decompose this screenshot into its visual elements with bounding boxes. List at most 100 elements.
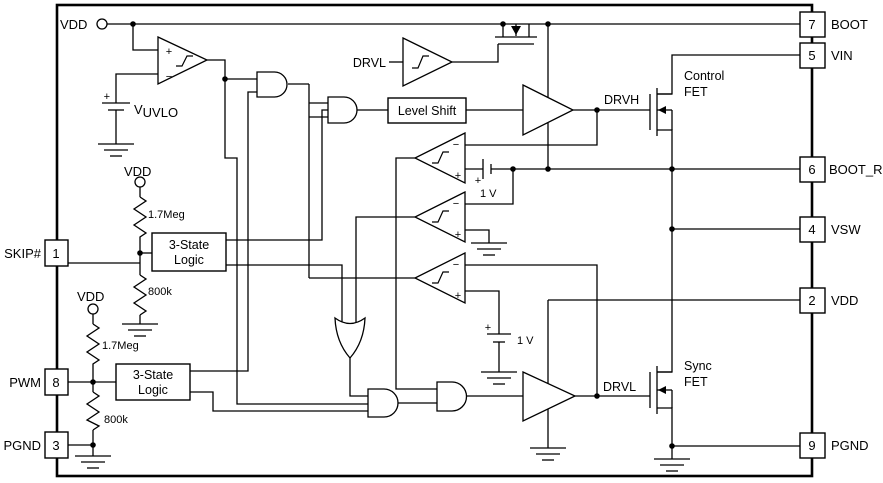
junction-dot — [90, 442, 96, 448]
fet-arrow-icon — [658, 386, 666, 394]
minus-sign: − — [453, 259, 459, 271]
plus-sign: + — [166, 46, 172, 58]
and-gate-low-1 — [367, 388, 399, 418]
wire — [224, 79, 368, 405]
vuvlo-sub: UVLO — [143, 105, 178, 120]
pin-8-pwm: PWM 8 — [9, 368, 69, 396]
pin-4-vsw: 4 VSW — [799, 216, 861, 243]
wire — [452, 44, 499, 63]
pin-name: BOOT — [831, 17, 868, 32]
junction-dot — [130, 21, 136, 27]
or-gate — [334, 316, 366, 359]
ground-icon — [654, 458, 690, 472]
pin-name: SKIP# — [4, 246, 42, 261]
ground-icon — [481, 371, 517, 385]
pwm-divider: VDD 1.7Meg 800k — [77, 289, 139, 431]
junction-dots — [90, 21, 675, 449]
wire — [190, 91, 257, 372]
wire — [226, 109, 328, 241]
junction-dot — [594, 107, 600, 113]
resistor-icon — [85, 323, 101, 368]
drvl-driver-triangle — [522, 370, 577, 423]
terminal-circle-icon — [96, 18, 108, 30]
or-gate-body-icon — [334, 316, 366, 359]
junction-dot — [510, 166, 516, 172]
level-shift-box — [387, 97, 467, 124]
wire — [349, 358, 368, 397]
wire — [226, 264, 343, 324]
pin-name: PWM — [9, 375, 41, 390]
skip-divider: VDD 1.7Meg 800k — [124, 164, 185, 316]
junction-dot — [137, 250, 143, 256]
pin-6-boot-r: 6 BOOT_R — [799, 156, 882, 183]
pin-number: 5 — [808, 48, 815, 63]
wire — [465, 169, 514, 205]
pin-number: 6 — [808, 162, 815, 177]
vdd-top-label: VDD — [60, 17, 87, 32]
and-gate-high-1 — [256, 71, 288, 98]
pin-number: 1 — [52, 246, 59, 261]
pin-name: VSW — [831, 222, 861, 237]
tristate-logic-skip: 3-State Logic — [151, 232, 227, 272]
skip-bottom-resistor-label: 800k — [148, 286, 172, 298]
low-1v-label: 1 V — [517, 335, 534, 347]
pin-7-boot: 7 BOOT — [799, 11, 868, 38]
boot-1v-battery: + 1 V — [475, 159, 497, 200]
junction-dot — [669, 166, 675, 172]
pin-number: 4 — [808, 222, 815, 237]
minus-sign: − — [453, 198, 459, 210]
pin-box — [799, 432, 826, 459]
vdd-top-terminal: VDD — [60, 17, 108, 32]
tristate-skip-label-1: 3-State — [169, 238, 209, 252]
pin-number: 8 — [52, 375, 59, 390]
pin-box — [799, 156, 826, 183]
drvh-driver-triangle — [522, 83, 575, 137]
pin-3-pgnd: PGND 3 — [3, 431, 69, 459]
bootstrap-switch — [495, 24, 537, 45]
junction-dot — [545, 21, 551, 27]
pin-box — [799, 216, 826, 243]
pin-box — [799, 287, 826, 314]
pin-number: 7 — [808, 17, 815, 32]
wire — [465, 264, 598, 396]
wire — [465, 110, 598, 146]
ground-icon — [98, 143, 134, 157]
pin-box — [44, 368, 69, 396]
drvh-label: DRVH — [604, 93, 639, 107]
drvl-bottom-label: DRVL — [603, 380, 636, 394]
minus-sign: − — [166, 71, 172, 83]
sync-fet-label-1: Sync — [684, 359, 712, 373]
diode-arrow-icon — [511, 26, 521, 35]
hysteresis-icon — [432, 151, 449, 164]
vdd-pwm-label: VDD — [77, 289, 104, 304]
hysteresis-icon — [432, 271, 449, 284]
vuvlo-label: VUVLO — [134, 102, 178, 120]
junction-dot — [545, 166, 551, 172]
drvl-input-buffer: DRVL — [353, 36, 454, 88]
tristate-skip-label-2: Logic — [174, 253, 204, 267]
terminal-circle-icon — [134, 176, 146, 188]
sync-fet: Sync FET — [649, 359, 712, 414]
control-fet-label-2: FET — [684, 85, 708, 99]
control-fet: Control FET — [649, 69, 724, 136]
pin-1-skip: SKIP# 1 — [4, 239, 69, 267]
junction-dot — [90, 379, 96, 385]
wires — [68, 23, 800, 459]
hysteresis-icon — [176, 55, 193, 67]
resistor-icon — [132, 196, 148, 243]
plus-sign: + — [475, 175, 481, 187]
pin-name: VDD — [831, 293, 858, 308]
tristate-box — [151, 232, 227, 272]
pin-number: 2 — [808, 293, 815, 308]
junction-dot — [594, 393, 600, 399]
and-gate-high-2 — [327, 96, 358, 124]
plus-sign: + — [104, 91, 110, 103]
pin-number: 9 — [808, 438, 815, 453]
junction-dot — [669, 226, 675, 232]
wire — [657, 54, 800, 95]
plus-sign: + — [485, 322, 491, 334]
hysteresis-icon — [412, 55, 429, 69]
resistor-icon — [132, 274, 148, 316]
